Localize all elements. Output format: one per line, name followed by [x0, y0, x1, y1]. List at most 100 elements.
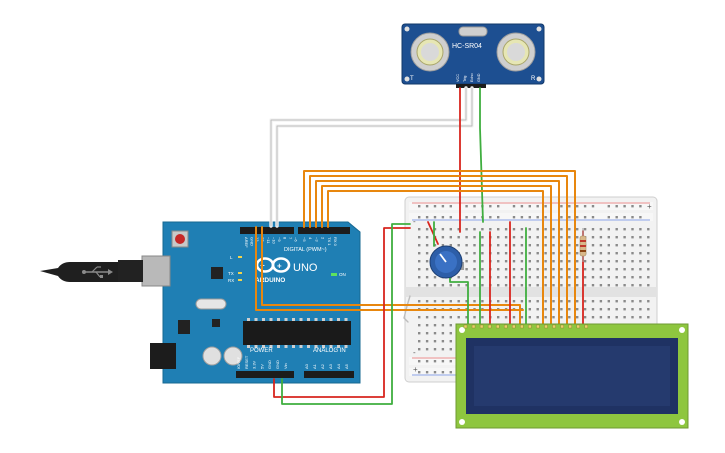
rail-minus-label: - — [413, 217, 416, 226]
rail-plus-label: + — [647, 202, 652, 211]
lcd-pin — [552, 324, 556, 329]
wire-lcd-d6 — [309, 175, 568, 326]
digital-pin-label: ~5 — [302, 237, 307, 242]
potentiometer[interactable] — [429, 245, 464, 279]
analog-pin-label: A4 — [336, 363, 341, 369]
sensor-crystal — [458, 26, 488, 37]
digital-pin-label: 4 — [308, 237, 313, 240]
digital-pin-label: 2 — [321, 237, 326, 240]
voltage-regulator — [178, 320, 190, 334]
svg-text:+: + — [277, 262, 282, 271]
usb-chip — [211, 267, 223, 279]
wire-lcd-rs — [261, 226, 521, 326]
lcd-pin — [520, 324, 524, 329]
power-pin-label: 3.3V — [252, 360, 257, 369]
receiver-transducer — [496, 32, 536, 72]
lcd-pin — [463, 324, 468, 329]
sensor-pin-label: Trig — [463, 76, 467, 82]
center-channel — [405, 287, 657, 297]
lcd-pin — [568, 324, 572, 329]
crystal-oscillator — [195, 298, 227, 310]
power-pin-label: Vin — [283, 363, 288, 369]
digital-pin-label: 8 — [283, 237, 288, 240]
reset-button-cap[interactable] — [175, 234, 185, 244]
rail-minus-label-bottom: - — [413, 348, 416, 357]
lcd-screen — [474, 346, 670, 406]
analog-in-label: ANALOG IN — [313, 348, 346, 354]
wires — [255, 86, 584, 405]
lcd-pin — [512, 324, 516, 329]
digital-pin-label: 13 — [255, 237, 260, 242]
capacitor — [202, 346, 222, 366]
rail-plus-label-bottom: + — [413, 365, 418, 374]
power-pin-label: 5V — [259, 364, 264, 369]
digital-pin-label: AREF — [244, 237, 249, 248]
power-pin-label: GND — [275, 360, 280, 369]
wire-lcd-d7 — [303, 170, 576, 326]
transmitter-transducer — [410, 32, 450, 72]
digital-header-label: DIGITAL (PWM~) — [284, 247, 327, 253]
sensor-pin-header — [456, 84, 486, 88]
sensor-pin-label: GND — [477, 73, 481, 82]
lcd-pin — [471, 324, 476, 329]
wire-lcd-d4 — [321, 185, 552, 326]
on-led-label: ON — [339, 272, 346, 277]
power-header — [236, 371, 294, 378]
lcd-pin — [528, 324, 532, 329]
lcd-pin — [544, 324, 548, 329]
analog-pin-label: A3 — [328, 363, 333, 369]
l-led-label: L — [230, 255, 233, 260]
power-pin-label: GND — [267, 360, 272, 369]
atmega-chip — [243, 321, 351, 345]
arduino-model: UNO — [293, 262, 318, 274]
sensor-model: HC-SR04 — [452, 43, 482, 50]
capacitor — [223, 346, 243, 366]
power-label: POWER — [250, 348, 273, 354]
potentiometer-knob-indicator-icon — [439, 253, 447, 263]
sensor-side-right: R — [531, 76, 536, 82]
on-led — [331, 273, 337, 276]
sensor-side-left: T — [410, 76, 414, 82]
tx-led-label: TX — [228, 271, 234, 276]
analog-pin-label: A5 — [344, 363, 349, 369]
arduino-brand: ARDUINO — [255, 277, 285, 284]
lcd-pin — [576, 324, 580, 329]
digital-pin-label: ~6 — [294, 237, 299, 242]
lcd-pin-header — [463, 324, 588, 329]
digital-pin-label: ~11 — [266, 237, 271, 244]
digital-pin-label: ~3 — [314, 237, 319, 242]
lcd-pin — [584, 324, 588, 329]
wire-lcd-d5 — [315, 180, 560, 326]
sensor-pin-label: VCC — [456, 74, 460, 82]
wire-trig — [270, 87, 467, 227]
digital-pin-label: 7 — [288, 237, 293, 240]
sensor-pin-label: Echo — [470, 73, 474, 82]
lcd-pin — [504, 324, 508, 329]
power-pin-label: RESET — [244, 355, 249, 369]
usb-port — [141, 255, 171, 287]
analog-pin-label: A2 — [320, 363, 325, 369]
lcd-pin — [479, 324, 484, 329]
analog-header — [304, 371, 354, 378]
analog-pin-label: A1 — [312, 363, 317, 369]
wire-orange-2 — [255, 226, 524, 311]
digital-pin-label: TX 1 — [327, 237, 332, 246]
wire-gnd — [281, 223, 411, 405]
lcd-pin — [536, 324, 540, 329]
digital-pin-label: RX 0 — [333, 237, 338, 247]
digital-pin-label: ~9 — [277, 237, 282, 242]
wire-echo — [276, 87, 473, 227]
power-jack — [150, 343, 176, 369]
power-pin-label: IOREF — [236, 356, 241, 369]
wire-lcd-e — [327, 190, 544, 326]
digital-header-left — [240, 227, 294, 234]
lcd-pin — [496, 324, 500, 329]
rx-led-label: RX — [228, 278, 234, 283]
digital-pin-label: ~10 — [272, 237, 277, 245]
